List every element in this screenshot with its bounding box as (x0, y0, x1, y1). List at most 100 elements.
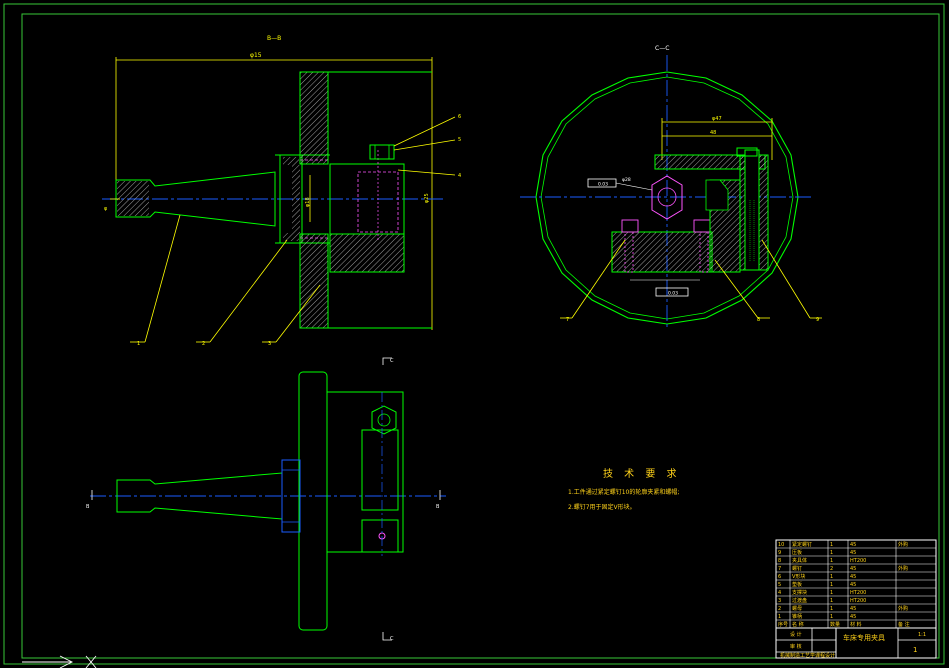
transition-disc-upper (299, 71, 329, 165)
parts-cell-name: 名 称 (792, 621, 804, 628)
parts-cell-name: 螺母 (792, 605, 802, 612)
overall-dim-text: φ15 (250, 52, 262, 59)
section-bb-label: B—B (267, 35, 281, 42)
parts-cell-no: 5 (778, 582, 781, 588)
parts-cell-qty: 1 (830, 598, 833, 604)
parts-cell-qty: 1 (830, 590, 833, 596)
footer-label: 机械制造工艺学课程设计 (780, 652, 835, 659)
workpiece-hex (651, 175, 683, 220)
parts-cell-material: 45 (850, 614, 856, 620)
svg-text:48: 48 (710, 130, 716, 136)
outer-frame (3, 3, 945, 665)
svg-text:6: 6 (458, 114, 461, 120)
technical-requirements: 技 术 要 求 1.工件通过紧定螺钉10的轮廓夹紧和螺帽; 2.螺钉7用于固定V… (568, 467, 681, 511)
title-block: 车床专用夹具 1:1 1 设 计 审 核 机械制造工艺学课程设计 10 紧定螺钉 1… (775, 539, 937, 659)
svg-text:B: B (436, 504, 440, 510)
parts-cell-material: 45 (850, 582, 856, 588)
svg-text:3: 3 (268, 341, 271, 347)
svg-text:C: C (390, 636, 394, 642)
section-view-bb: B—B φ15 φ φ18 (102, 35, 461, 347)
shank-tip-hatch (117, 181, 149, 216)
parts-cell-material: 材 料 (850, 621, 862, 628)
tech-title: 技 术 要 求 (603, 467, 681, 480)
svg-text:1: 1 (137, 341, 140, 347)
svg-text:0.03: 0.03 (598, 182, 608, 188)
front-bolt-hex (371, 405, 397, 435)
fixture-name: 车床专用夹具 (843, 633, 885, 642)
svg-text:8: 8 (757, 317, 760, 323)
svg-text:C: C (390, 358, 394, 364)
parts-cell-material: 45 (850, 606, 856, 612)
section-view-cc: C—C φ47 48 0.03 φ28 (520, 45, 822, 328)
svg-text:φ: φ (104, 206, 108, 212)
parts-cell-qty: 1 (830, 550, 833, 556)
scale-value: 1:1 (918, 632, 926, 638)
parts-cell-name: 过渡盘 (792, 597, 807, 604)
sheet-number: 1 (913, 646, 917, 654)
parts-cell-no: 7 (778, 566, 781, 572)
parts-cell-no: 3 (778, 598, 781, 604)
parts-cell-name: 夹具体 (792, 557, 807, 564)
front-view: C C B B (86, 357, 446, 642)
parts-cell-no: 2 (778, 606, 781, 612)
parts-cell-note: 外购 (898, 541, 908, 548)
parts-cell-qty: 1 (830, 614, 833, 620)
parts-cell-name: 压板 (792, 549, 802, 556)
bolt-head-bb (369, 144, 395, 160)
svg-text:4: 4 (458, 173, 461, 179)
parts-cell-no: 8 (778, 558, 781, 564)
v-block-base (611, 231, 713, 273)
parts-cell-qty: 数量 (830, 621, 840, 628)
svg-text:9: 9 (816, 317, 819, 323)
parts-cell-material: 45 (850, 574, 856, 580)
designer-label: 设 计 (790, 631, 802, 638)
transition-disc-lower (299, 233, 329, 329)
parts-cell-qty: 1 (830, 542, 833, 548)
parts-cell-qty: 1 (830, 582, 833, 588)
tech-line-2: 2.螺钉7用于固定V形块。 (568, 503, 636, 511)
parts-cell-qty: 1 (830, 606, 833, 612)
tech-line-1: 1.工件通过紧定螺钉10的轮廓夹紧和螺帽; (568, 488, 679, 496)
svg-text:φ28: φ28 (622, 177, 631, 183)
parts-cell-name: 支撑块 (792, 589, 807, 596)
parts-cell-no: 序号 (778, 621, 788, 628)
parts-cell-material: HT200 (850, 590, 866, 596)
parts-cell-material: HT200 (850, 598, 866, 604)
parts-cell-name: 紧定螺钉 (792, 541, 812, 548)
parts-cell-qty: 2 (830, 566, 833, 572)
section-cc-label: C—C (655, 45, 669, 52)
svg-text:B: B (86, 504, 90, 510)
parts-cell-note: 外购 (898, 565, 908, 572)
parts-cell-no: 4 (778, 590, 781, 596)
parts-cell-material: HT200 (850, 558, 866, 564)
svg-text:2: 2 (202, 341, 205, 347)
parts-cell-qty: 1 (830, 558, 833, 564)
parts-cell-no: 1 (778, 614, 781, 620)
front-fixture-body (326, 391, 404, 553)
front-flange (298, 371, 328, 631)
parts-cell-note: 外购 (898, 605, 908, 612)
parts-cell-material: 45 (850, 550, 856, 556)
parts-cell-no: 6 (778, 574, 781, 580)
taper-shank (115, 171, 276, 227)
svg-text:0.03: 0.03 (668, 291, 678, 297)
parts-cell-name: 锥柄 (792, 613, 802, 620)
parts-cell-name: 垫板 (792, 581, 802, 588)
parts-cell-no: 10 (778, 542, 784, 548)
parts-cell-note: 备 注 (898, 621, 910, 628)
svg-text:φ47: φ47 (712, 116, 722, 122)
parts-cell-name: V形块 (792, 573, 805, 580)
parts-cell-name: 螺钉 (792, 565, 802, 572)
svg-text:φ25: φ25 (424, 193, 430, 203)
parts-cell-qty: 1 (830, 574, 833, 580)
tolerance-frame-bottom (655, 287, 689, 297)
inner-frame (21, 13, 940, 659)
fixture-body-bb (329, 233, 405, 273)
ucs-marker (22, 655, 97, 668)
svg-text:7: 7 (566, 317, 569, 323)
checker-label: 审 核 (790, 643, 802, 650)
svg-text:φ18: φ18 (305, 197, 311, 207)
